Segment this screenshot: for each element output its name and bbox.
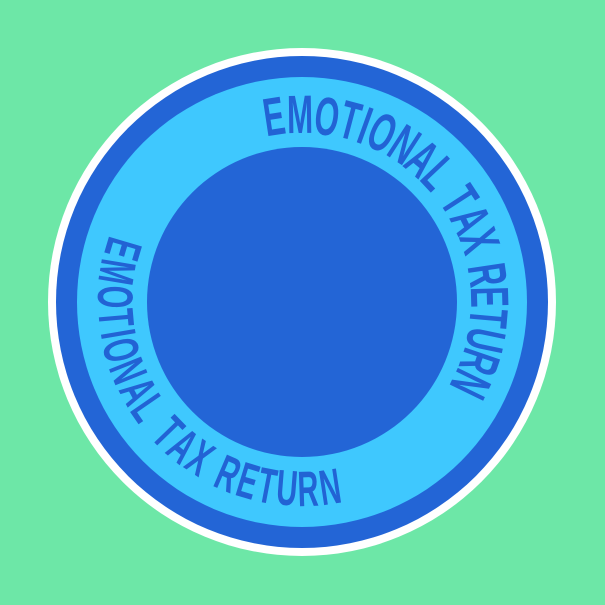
badge-inner-circle bbox=[147, 147, 457, 457]
arc-letter: E bbox=[458, 285, 520, 309]
arc-letter: O bbox=[86, 284, 144, 309]
arc-letter: M bbox=[286, 84, 313, 146]
